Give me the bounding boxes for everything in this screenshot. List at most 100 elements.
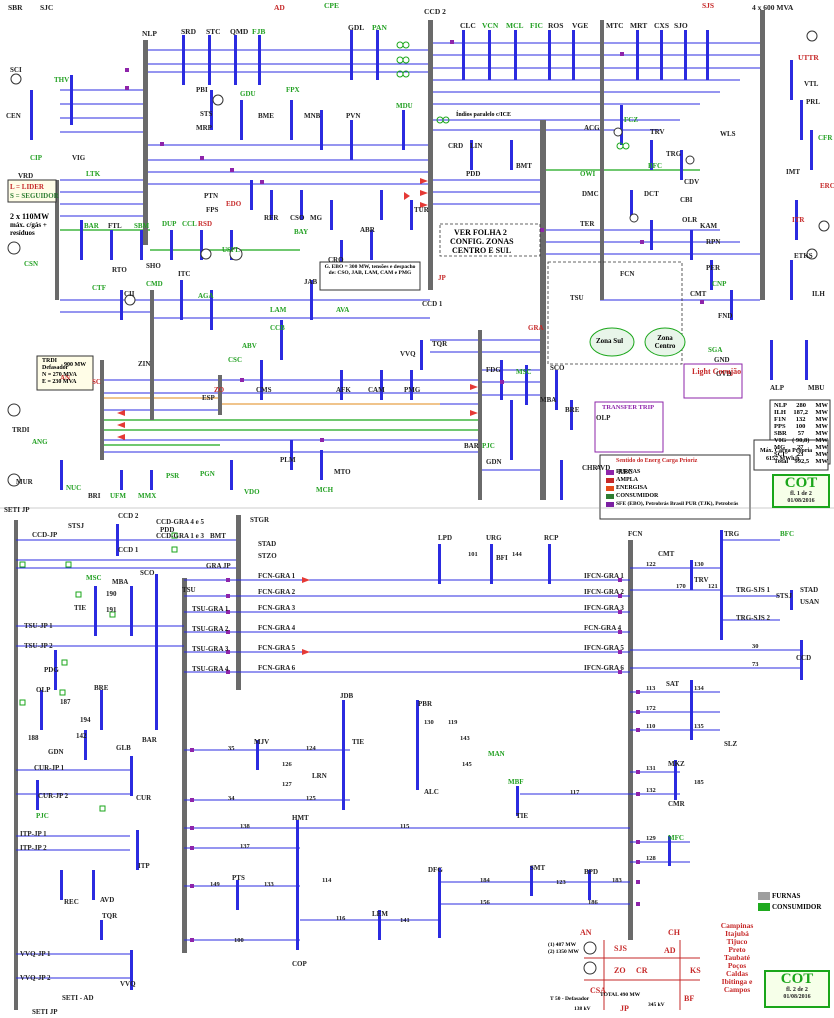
bus-label-dct: DCT: [644, 190, 659, 198]
load-row-key: ILH: [774, 409, 786, 416]
bus-label-ctf: CTF: [92, 284, 106, 292]
br-ks: KS: [690, 966, 701, 975]
line-id: 184: [480, 877, 491, 884]
sheet2-bus-label: MAN: [488, 750, 505, 758]
sheet1-major-buses: [55, 10, 765, 500]
line-id: 116: [336, 915, 346, 922]
cot-sheet: fl. 1 de 2: [790, 491, 812, 497]
interconnection-place: Itajubá: [725, 929, 749, 938]
bus-label-cip: CIP: [30, 154, 43, 162]
bus-label-per: PER: [706, 264, 721, 272]
legend-swatches: [606, 470, 614, 507]
bus-label-ltk: LTK: [86, 170, 101, 178]
sheet2-bus-label: BFI: [496, 554, 508, 562]
line-id: 172: [646, 705, 656, 712]
cot-title: COT: [784, 475, 818, 491]
bus-label-ccd-2: CCD 2: [424, 7, 446, 16]
bus-label-fdg: FDG: [486, 366, 501, 374]
tsu-gra-line-label: TSU-GRA 4: [192, 665, 229, 673]
sheet2-generators: [583, 941, 597, 975]
bus-label-crd: CRD: [448, 142, 463, 150]
sheet2-terminals: [190, 578, 640, 942]
tsu-gra-line-label: TSU-GRA 1: [192, 605, 229, 613]
load-row-value: 23: [796, 451, 804, 458]
fcn-gra-line-label: FCN-GRA 5: [258, 644, 296, 652]
legend-item-energisa: ENERGISA: [616, 485, 648, 491]
bus-label-mdu: MDU: [396, 102, 413, 110]
bus-label-cxs: CXS: [654, 21, 669, 30]
bus-label-vge: VGE: [572, 21, 588, 30]
sheet2-label: BAR: [142, 736, 158, 744]
sheet2-label: MSC: [86, 574, 102, 582]
interconnection-place: Taubaté: [724, 953, 750, 962]
line-id: 135: [694, 723, 705, 730]
bus-label-cpe: CPE: [324, 1, 339, 10]
bus-label-acg: ACG: [584, 124, 600, 132]
trdi-emerg: E = 230 MVA: [42, 379, 77, 385]
bus-label-rpn: RPN: [706, 238, 720, 246]
sheet2-flow-arrows: [302, 577, 310, 655]
bus-label-mur: MUR: [16, 478, 34, 486]
sheet1-lines: [60, 42, 760, 471]
interconnection-place: Tijuco: [726, 937, 748, 946]
cot2-title: COT: [780, 971, 814, 987]
cot2-date: 01/08/2016: [783, 994, 811, 1000]
bus-label-zin: ZIN: [138, 360, 150, 368]
bus-label-thv: THV: [54, 76, 69, 84]
bus-label-owi: OWI: [580, 170, 595, 178]
sheet2-bus-label: PBR: [418, 700, 433, 708]
interconnection-place: Poços: [727, 961, 747, 970]
bus-label-csc: CSC: [228, 356, 242, 364]
line-id: 123: [556, 879, 567, 886]
bus-label-sjo: SJO: [674, 21, 688, 30]
bus-label-pjc: PJC: [482, 442, 495, 450]
sheet2-bus-label: MKZ: [668, 760, 685, 768]
zona-centro-shape: [644, 327, 686, 357]
sheet2-label: TIE: [74, 604, 86, 612]
bus-label-rfr: RFR: [264, 214, 279, 222]
bus-label-vcn: VCN: [482, 21, 499, 30]
sheet2-label: CCD-GRA 1 e 3: [156, 532, 205, 540]
load-row-key: MG: [774, 444, 786, 451]
ifcn-gra-line-label: IFCN-GRA 1: [584, 572, 624, 580]
sheet-1: [7, 10, 831, 520]
bus-label-srd: SRD: [181, 27, 197, 36]
load-row-unit: MW: [815, 430, 828, 437]
line-id: 35: [228, 745, 235, 752]
bus-label-sga: SGA: [708, 346, 722, 354]
lider-box: [7, 179, 57, 203]
br-an: AN: [580, 928, 592, 937]
line-id: 137: [240, 843, 251, 850]
sheet2-label: OLP: [36, 686, 51, 694]
sheet2-label: GLB: [116, 744, 131, 752]
sheet2-label: BRE: [94, 684, 109, 692]
vrd-capacity-3: resíduos: [10, 229, 35, 237]
load-row-value: 100: [795, 423, 806, 430]
load-row-key: VIG: [774, 437, 787, 444]
bus-label-etks: ETKS: [794, 252, 813, 260]
sheet2-label: MBA: [112, 578, 128, 586]
interconnection-place: Campinas: [720, 921, 754, 930]
bus-label-msc: MSC: [516, 368, 532, 376]
ifcn-gra-line-label: IFCN-GRA 5: [584, 644, 624, 652]
sheet2-label: CCD 2: [118, 512, 139, 520]
bus-label-lin: LIN: [470, 142, 482, 150]
line-id: 126: [282, 761, 293, 768]
br-ch: CH: [668, 928, 680, 937]
sheet2-bus-label: HMT: [292, 814, 309, 822]
ifcn-gra-line-label: IFCN-GRA 2: [584, 588, 624, 596]
sheet2-bus-label: CMR: [668, 800, 686, 808]
load-row-key: PPS: [774, 423, 786, 430]
sheet2-label: CCD-GRA 4 e 5: [156, 518, 205, 526]
bus-label-bri: BRI: [88, 492, 101, 500]
sheet2-green-terminals: [19, 532, 178, 812]
sheet2-bus-label: USAN: [800, 598, 819, 606]
ifcn-gra-line-label: FCN-GRA 4: [584, 624, 622, 632]
bus-label-rto: RTO: [112, 266, 127, 274]
sheet1-orange-lines: [100, 397, 440, 405]
bus-label-mrp: MRP: [196, 124, 213, 132]
